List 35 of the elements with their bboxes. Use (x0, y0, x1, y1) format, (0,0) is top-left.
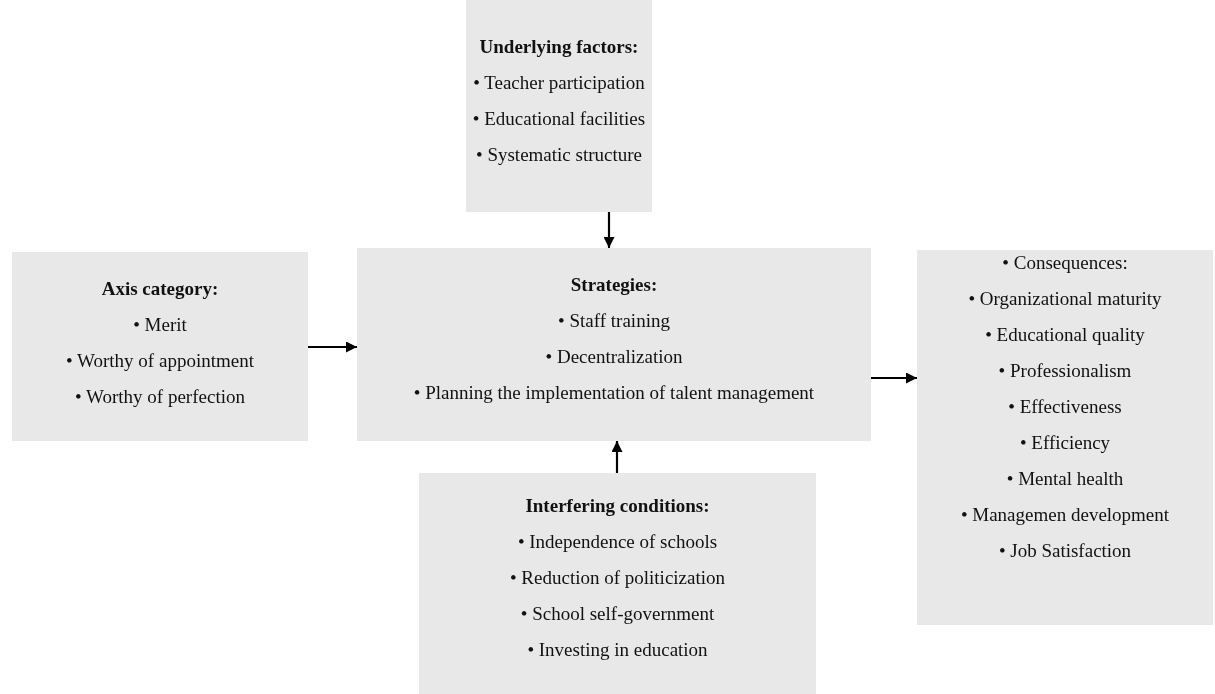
bullet-item: • Educational facilities (472, 108, 646, 130)
text-box (917, 250, 1213, 625)
arrow (603, 212, 615, 248)
bullet-item: • Effectiveness (1008, 396, 1122, 418)
bullet-item: • Staff training (558, 310, 670, 332)
bullet-item: • Organizational maturity (968, 288, 1162, 310)
bullet-item: • Consequences: (1002, 252, 1128, 274)
bullet-item: • Investing in education (527, 639, 708, 661)
bullet-item: • Planning the implementation of talent management (413, 382, 815, 404)
text-box (466, 0, 652, 212)
bullet-item: • Systematic structure (476, 144, 642, 166)
bullet-item: • Worthy of perfection (75, 386, 245, 408)
bullet-item: • Managemen development (960, 504, 1170, 526)
text-box (12, 252, 308, 441)
bullet-item: • Decentralization (545, 346, 683, 368)
arrow (308, 341, 357, 353)
bullet-item: • Educational quality (985, 324, 1145, 346)
bullet-item: • School self-government (520, 603, 715, 625)
bullet-item: • Mental health (1006, 468, 1124, 490)
bullet-item: • Job Satisfaction (998, 540, 1132, 562)
arrow (871, 372, 917, 384)
bullet-item: • Reduction of politicization (509, 567, 726, 589)
box-heading: Underlying factors: (479, 36, 639, 58)
text-box (419, 473, 816, 694)
bullet-item: • Efficiency (1019, 432, 1111, 454)
bullet-item: • Worthy of appointment (66, 350, 254, 372)
arrow (611, 441, 623, 473)
box-heading: Interfering conditions: (525, 495, 710, 517)
box-heading: Strategies: (570, 274, 658, 296)
text-box (357, 248, 871, 441)
bullet-item: • Independence of schools (517, 531, 718, 553)
box-heading: Axis category: (101, 278, 219, 300)
bullet-item: • Professionalism (998, 360, 1132, 382)
bullet-item: • Merit (133, 314, 187, 336)
bullet-item: • Teacher participation (473, 72, 645, 94)
